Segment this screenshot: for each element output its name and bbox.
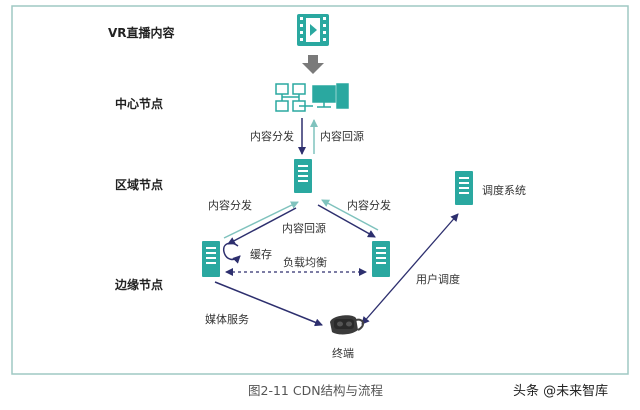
vr-headset-icon	[330, 315, 364, 335]
watermark-text: 头条 @未来智库	[513, 383, 608, 399]
edge-right-server-icon	[372, 241, 390, 277]
load-balance-label: 负载均衡	[283, 255, 327, 269]
figure-caption: 图2-11 CDN结构与流程	[248, 383, 384, 398]
region-backsource-label: 内容回源	[282, 221, 326, 235]
edge-node-label: 边缘节点	[114, 277, 163, 292]
source-down-arrow	[302, 55, 324, 74]
center-distribute-label: 内容分发	[250, 129, 294, 143]
cache-label: 缓存	[250, 247, 272, 261]
user-dispatch-arrow	[361, 213, 459, 325]
region-server-icon	[294, 159, 312, 193]
user-dispatch-label: 用户调度	[416, 272, 460, 286]
cache-loop-arrow	[222, 242, 241, 264]
edge-left-server-icon	[202, 241, 220, 277]
center-backsource-label: 内容回源	[320, 129, 364, 143]
media-service-arrow	[214, 281, 323, 327]
source-label: VR直播内容	[108, 25, 175, 40]
center-node-label: 中心节点	[115, 96, 163, 111]
center-node-computers-icon	[275, 83, 349, 112]
edge-left-to-region-arrow	[223, 201, 299, 239]
media-service-label: 媒体服务	[205, 312, 249, 326]
dispatch-server-icon	[455, 171, 473, 205]
region-node-label: 区域节点	[115, 177, 163, 192]
region-distribute-right-label: 内容分发	[347, 198, 391, 212]
video-film-icon	[297, 14, 329, 46]
dispatch-system-label: 调度系统	[482, 183, 526, 197]
figure-frame	[11, 5, 629, 375]
region-distribute-left-label: 内容分发	[208, 198, 252, 212]
region-to-edge-left-arrow	[227, 207, 297, 245]
terminal-label: 终端	[332, 346, 354, 360]
